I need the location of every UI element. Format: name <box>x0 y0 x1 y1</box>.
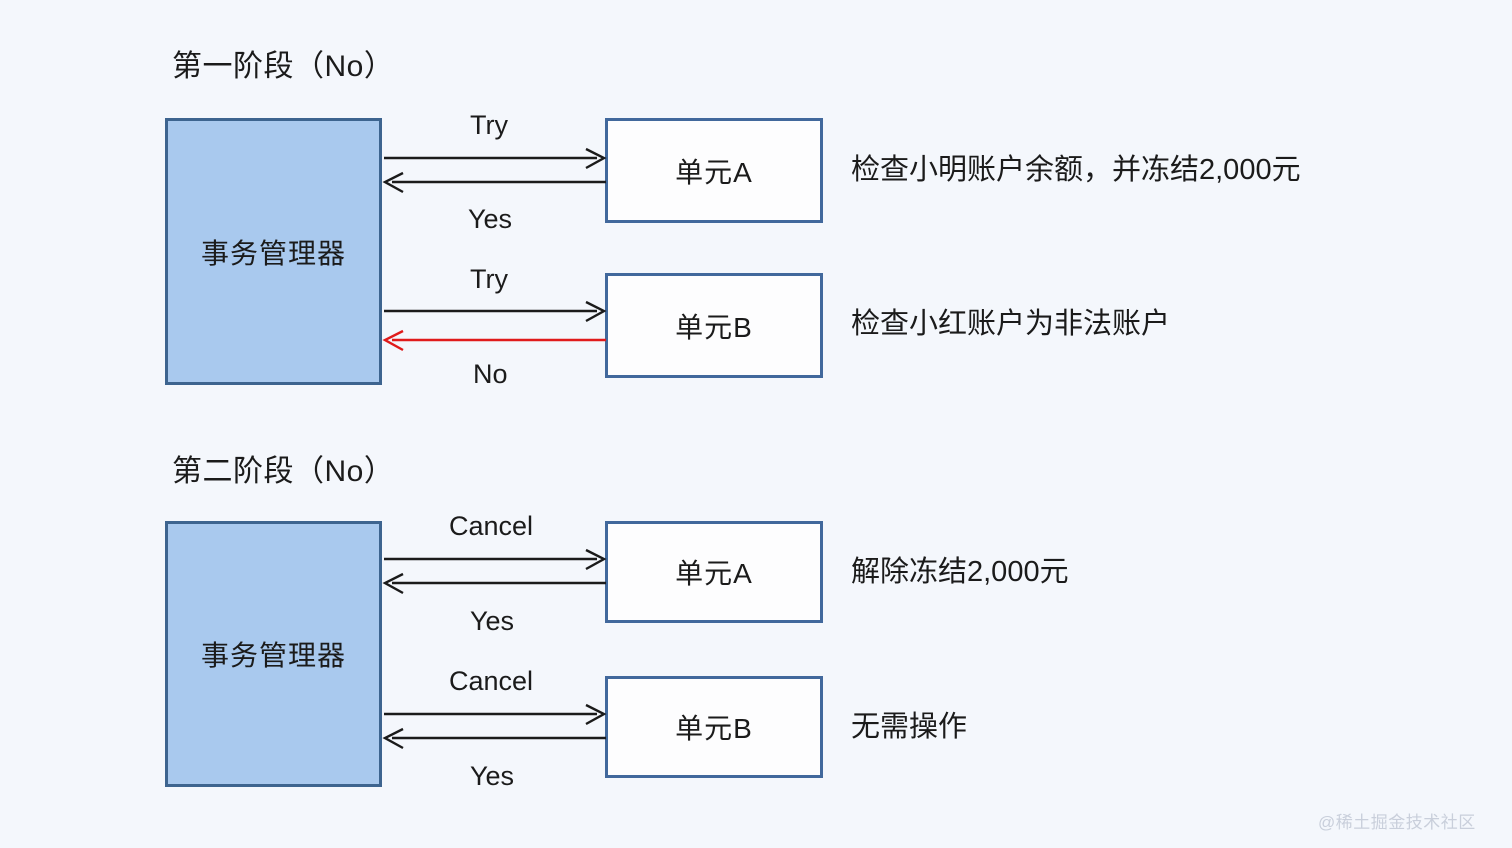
phase-1-unit-a-box: 单元A <box>605 118 823 223</box>
phase-2-row-b-arrows <box>382 703 607 750</box>
phase-1-row-a-response-label: Yes <box>468 204 513 234</box>
phase-2-unit-a-box: 单元A <box>605 521 823 623</box>
phase-1-transaction-manager-label: 事务管理器 <box>200 237 346 269</box>
phase-1-row-a-annotation: 检查小明账户余额，并冻结2,000元 <box>851 154 1301 186</box>
phase-1-row-b-arrows <box>382 300 607 352</box>
phase-2-row-a-annotation: 解除冻结2,000元 <box>851 556 1069 588</box>
phase-2-transaction-manager-label: 事务管理器 <box>200 640 346 671</box>
phase-2-row-a-arrows <box>382 548 607 595</box>
phase-1-row-a-request-label: Try <box>470 110 508 140</box>
phase-2-transaction-manager-box: 事务管理器 <box>165 521 382 787</box>
phase-2-unit-b-label: 单元B <box>675 713 753 744</box>
phase-2-row-b-response-label: Yes <box>470 761 515 791</box>
phase-1-row-a-arrows <box>382 147 607 194</box>
phase-1-row-b-annotation: 检查小红账户为非法账户 <box>851 308 1171 340</box>
phase-2-row-b-request-label: Cancel <box>449 666 534 696</box>
phase-2-unit-a-label: 单元A <box>675 558 753 589</box>
phase-2-row-a-response-label: Yes <box>470 606 515 636</box>
phase-1-unit-a-label: 单元A <box>675 156 753 188</box>
phase-2-row-b-annotation: 无需操作 <box>851 711 968 743</box>
watermark: @稀土掘金技术社区 <box>1318 813 1476 832</box>
phase-1-row-b-request-label: Try <box>470 264 508 294</box>
phase-1-unit-b-label: 单元B <box>675 311 753 343</box>
phase-1-transaction-manager-box: 事务管理器 <box>165 118 382 385</box>
phase-1-row-b-response-label: No <box>473 359 508 389</box>
phase-2-title: 第二阶段（No） <box>172 455 395 488</box>
phase-1-unit-b-box: 单元B <box>605 273 823 378</box>
phase-1-title: 第一阶段（No） <box>172 50 395 83</box>
phase-2-row-a-request-label: Cancel <box>449 511 534 541</box>
phase-2-unit-b-box: 单元B <box>605 676 823 778</box>
